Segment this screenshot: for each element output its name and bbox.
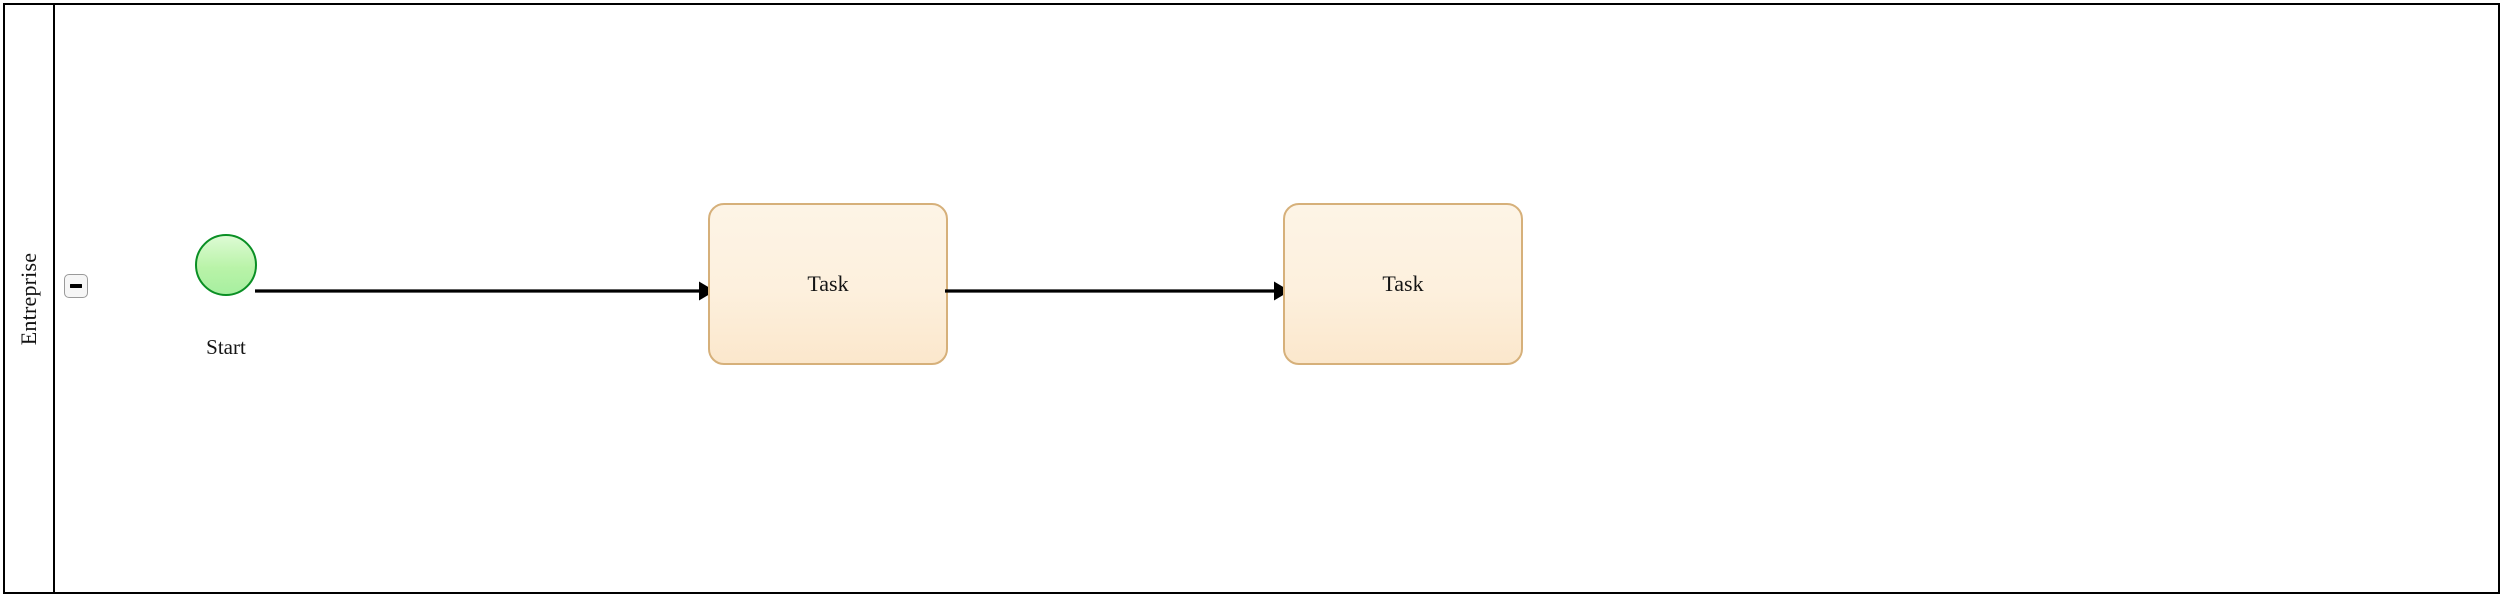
- sequence-flow-2[interactable]: [945, 278, 1290, 304]
- pool-entreprise[interactable]: Entreprise Start Task: [3, 3, 2500, 594]
- start-event-label: Start: [206, 335, 246, 359]
- minus-icon: [70, 284, 82, 288]
- task-1-label: Task: [807, 271, 849, 296]
- start-event[interactable]: [195, 234, 257, 296]
- sequence-flow-1[interactable]: [255, 278, 715, 304]
- lane-header-label: Entreprise: [16, 252, 41, 345]
- task-1[interactable]: Task: [708, 203, 948, 365]
- task-2[interactable]: Task: [1283, 203, 1523, 365]
- lane-header-entreprise[interactable]: Entreprise: [5, 5, 55, 592]
- collapse-toggle-button[interactable]: [64, 274, 88, 298]
- task-2-label: Task: [1382, 271, 1424, 296]
- lane-body: Start Task Task: [55, 5, 2498, 592]
